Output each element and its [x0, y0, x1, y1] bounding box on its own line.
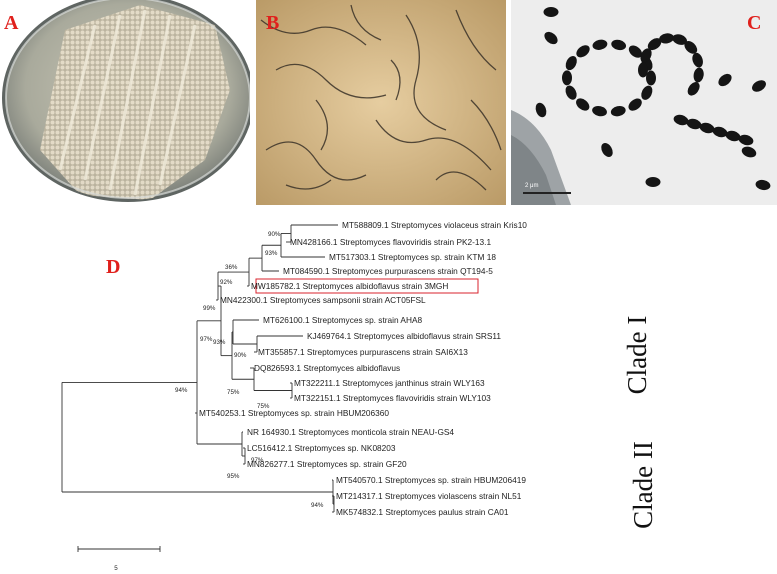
bootstrap-value: 93% [213, 339, 226, 346]
spore [647, 38, 662, 51]
panel-label-d: D [106, 256, 120, 278]
spore [640, 48, 652, 63]
spore [628, 98, 642, 111]
bootstrap-value: 90% [268, 231, 281, 238]
bootstrap-value: 99% [203, 305, 216, 312]
leaf-label: MN428166.1 Streptomyces flavoviridis str… [290, 237, 491, 247]
spore [684, 40, 698, 54]
panel-c-spore-chain-micrograph: 2 μm C [511, 0, 777, 205]
highlighted-strain-box [255, 278, 479, 294]
spore-chain-image: 2 μm [511, 0, 777, 205]
spore [686, 118, 702, 130]
spore [543, 7, 559, 17]
leaf-label: MT517303.1 Streptomyces sp. strain KTM 1… [329, 252, 496, 262]
spore [718, 73, 732, 87]
panel-label-b: B [266, 12, 280, 34]
spore [601, 143, 613, 157]
bootstrap-value: 36% [225, 264, 238, 271]
leaf-label: MT540570.1 Streptomyces sp. strain HBUM2… [336, 475, 526, 485]
panel-a-petri-dish: A [0, 0, 250, 205]
panel-label-c: C [747, 12, 762, 34]
leaf-label: MW185782.1 Streptomyces albidoflavus str… [251, 281, 448, 291]
bootstrap-value: 93% [265, 250, 278, 257]
leaf-label: DQ826593.1 Streptomyces albidoflavus [254, 363, 400, 373]
spore [687, 82, 700, 96]
phylogenetic-tree: MT588809.1 Streptomyces violaceus strain… [61, 220, 658, 572]
leaf-label: MN826277.1 Streptomyces sp. strain GF20 [247, 459, 407, 469]
spore [741, 146, 757, 158]
leaf-label: MT355857.1 Streptomyces purpurascens str… [258, 347, 468, 357]
spore [592, 105, 607, 117]
spore [641, 85, 653, 100]
spore [638, 62, 648, 78]
spore [673, 114, 689, 126]
spore [535, 102, 547, 118]
scale-bar-label: 2 μm [525, 183, 538, 189]
bootstrap-value: 94% [311, 502, 324, 509]
bootstrap-value: 97% [200, 336, 213, 343]
bootstrap-value: 90% [234, 352, 247, 359]
spore [645, 177, 661, 187]
bootstrap-value: 94% [175, 387, 188, 394]
spore [693, 67, 704, 83]
leaf-label: KJ469764.1 Streptomyces albidoflavus str… [307, 331, 501, 341]
spore [755, 179, 771, 191]
panel-label-a: A [4, 12, 19, 34]
leaf-label: MN422300.1 Streptomyces sampsonii strain… [220, 295, 426, 305]
spore [699, 122, 715, 134]
spore [738, 134, 754, 146]
spore [725, 130, 741, 142]
petri-dish-image [0, 0, 250, 205]
spore [592, 39, 608, 50]
leaf-label: MT214317.1 Streptomyces violascens strai… [336, 491, 522, 501]
clade-1-label: Clade I [622, 316, 652, 395]
spore [752, 80, 766, 92]
spore [659, 33, 675, 44]
spore [544, 31, 558, 45]
spore [576, 98, 590, 111]
bootstrap-value: 97% [251, 457, 264, 464]
spore [565, 55, 577, 71]
spore [672, 34, 687, 45]
mycelium-image [256, 0, 506, 205]
spore [611, 39, 627, 51]
bootstrap-value: 75% [257, 403, 270, 410]
bootstrap-value: 95% [227, 473, 240, 480]
bootstrap-value: 75% [227, 389, 240, 396]
leaf-label: NR 164930.1 Streptomyces monticola strai… [247, 427, 454, 437]
leaf-label: LC516412.1 Streptomyces sp. NK08203 [247, 443, 396, 453]
spore [610, 106, 626, 117]
spore [628, 45, 643, 58]
tree-scale-label: 5 [114, 565, 118, 572]
panel-b-mycelium-micrograph: B [256, 0, 506, 205]
leaf-label: MT588809.1 Streptomyces violaceus strain… [342, 220, 527, 230]
spore [576, 45, 590, 58]
leaf-label: MT626100.1 Streptomyces sp. strain AHA8 [263, 315, 422, 325]
clade-2-label: Clade II [628, 441, 658, 529]
spore [692, 52, 703, 68]
spore [646, 70, 656, 86]
leaf-label: MT540253.1 Streptomyces sp. strain HBUM2… [199, 408, 389, 418]
leaf-label: MT322211.1 Streptomyces janthinus strain… [294, 378, 485, 388]
leaf-label: MT322151.1 Streptomyces flavoviridis str… [294, 393, 491, 403]
bootstrap-value: 92% [220, 279, 233, 286]
spore [565, 85, 577, 100]
leaf-label: MK574832.1 Streptomyces paulus strain CA… [336, 507, 509, 517]
spore [562, 70, 573, 86]
spore [712, 126, 728, 138]
leaf-label: MT084590.1 Streptomyces purpurascens str… [283, 266, 493, 276]
